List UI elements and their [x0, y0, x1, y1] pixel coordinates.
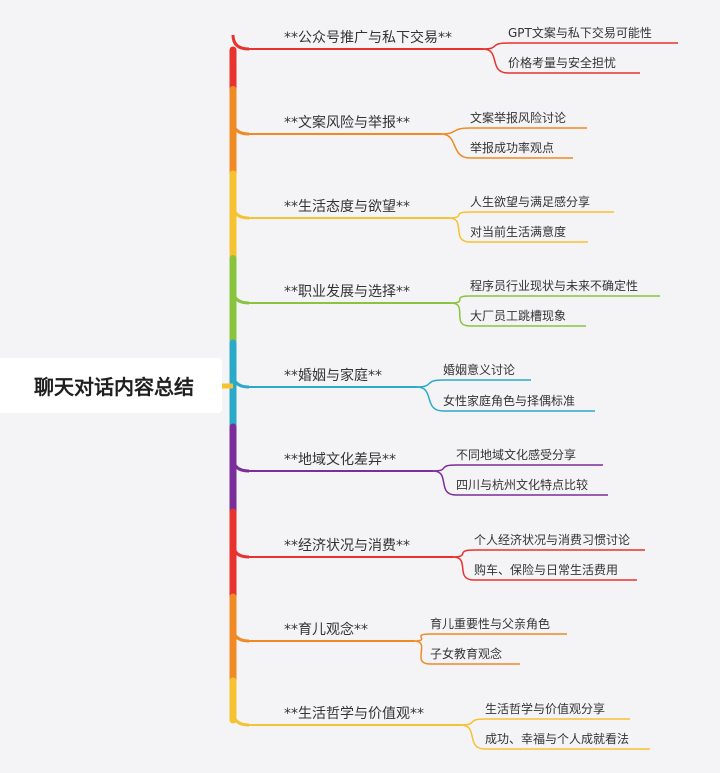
leaf-node[interactable]: 文案举报风险讨论: [470, 111, 567, 125]
leaf-connector: [450, 295, 471, 304]
branch-curve: [231, 203, 250, 220]
branch-curve: [231, 456, 250, 473]
leaf-connector: [432, 464, 457, 472]
branch-node[interactable]: **婚姻与家庭**: [284, 368, 382, 384]
branch-curve: [231, 119, 250, 136]
leaf-connector: [452, 556, 475, 581]
leaf-connector: [452, 549, 475, 558]
leaf-node[interactable]: 举报成功率观点: [470, 141, 555, 155]
leaf-node[interactable]: 婚姻意义讨论: [443, 363, 516, 377]
leaf-connector: [482, 42, 509, 50]
leaf-node[interactable]: 程序员行业现状与未来不确定性: [470, 279, 639, 293]
leaf-node[interactable]: 价格考量与安全担忧: [508, 56, 617, 70]
leaf-connector: [413, 640, 431, 665]
leaf-node[interactable]: 购车、保险与日常生活费用: [474, 563, 619, 577]
leaf-connector: [448, 211, 471, 219]
leaf-node[interactable]: 生活哲学与价值观分享: [485, 702, 606, 716]
leaf-connector: [460, 724, 486, 750]
leaf-node[interactable]: 对当前生活满意度: [470, 225, 567, 239]
branch-node[interactable]: **经济状况与消费**: [284, 538, 410, 554]
leaf-connector: [432, 470, 457, 496]
leaf-node[interactable]: 四川与杭州文化特点比较: [456, 478, 589, 492]
branch-node[interactable]: **生活态度与欲望**: [284, 199, 410, 215]
leaf-connector: [440, 127, 471, 135]
leaf-node[interactable]: 育儿重要性与父亲角色: [430, 617, 551, 631]
leaf-node[interactable]: 大厂员工跳槽现象: [470, 309, 567, 323]
branch-node[interactable]: **地域文化差异**: [284, 452, 396, 468]
branch-curve: [231, 372, 250, 389]
leaf-node[interactable]: 女性家庭角色与择偶标准: [443, 394, 576, 408]
branch-curve: [231, 710, 250, 727]
leaf-node[interactable]: 个人经济状况与消费习惯讨论: [474, 533, 631, 547]
leaf-node[interactable]: 不同地域文化感受分享: [456, 448, 577, 462]
branch-node[interactable]: **文案风险与举报**: [284, 115, 410, 131]
branch-curve: [231, 34, 250, 51]
leaf-connector: [450, 302, 471, 327]
leaf-connector: [460, 718, 486, 726]
branch-node[interactable]: **生活哲学与价值观**: [284, 706, 424, 722]
branch-node[interactable]: **育儿观念**: [284, 622, 368, 638]
leaf-connector: [413, 633, 431, 642]
root-title: 聊天对话内容总结: [34, 375, 194, 399]
leaf-node[interactable]: 成功、幸福与个人成就看法: [485, 732, 630, 746]
leaf-connector: [440, 133, 471, 159]
branch-curve: [231, 626, 250, 643]
branch-node[interactable]: **公众号推广与私下交易**: [284, 30, 452, 46]
root-node[interactable]: 聊天对话内容总结: [0, 358, 222, 413]
leaf-node[interactable]: 子女教育观念: [430, 647, 503, 661]
branch-curve: [231, 288, 250, 305]
leaf-node[interactable]: 人生欲望与满足感分享: [470, 195, 591, 209]
leaf-connector: [482, 48, 509, 74]
leaf-connector: [416, 379, 444, 388]
leaf-node[interactable]: GPT文案与私下交易可能性: [508, 26, 652, 40]
branch-curve: [231, 542, 250, 559]
leaf-connector: [416, 386, 444, 412]
leaf-connector: [448, 217, 471, 243]
branch-node[interactable]: **职业发展与选择**: [284, 284, 410, 300]
